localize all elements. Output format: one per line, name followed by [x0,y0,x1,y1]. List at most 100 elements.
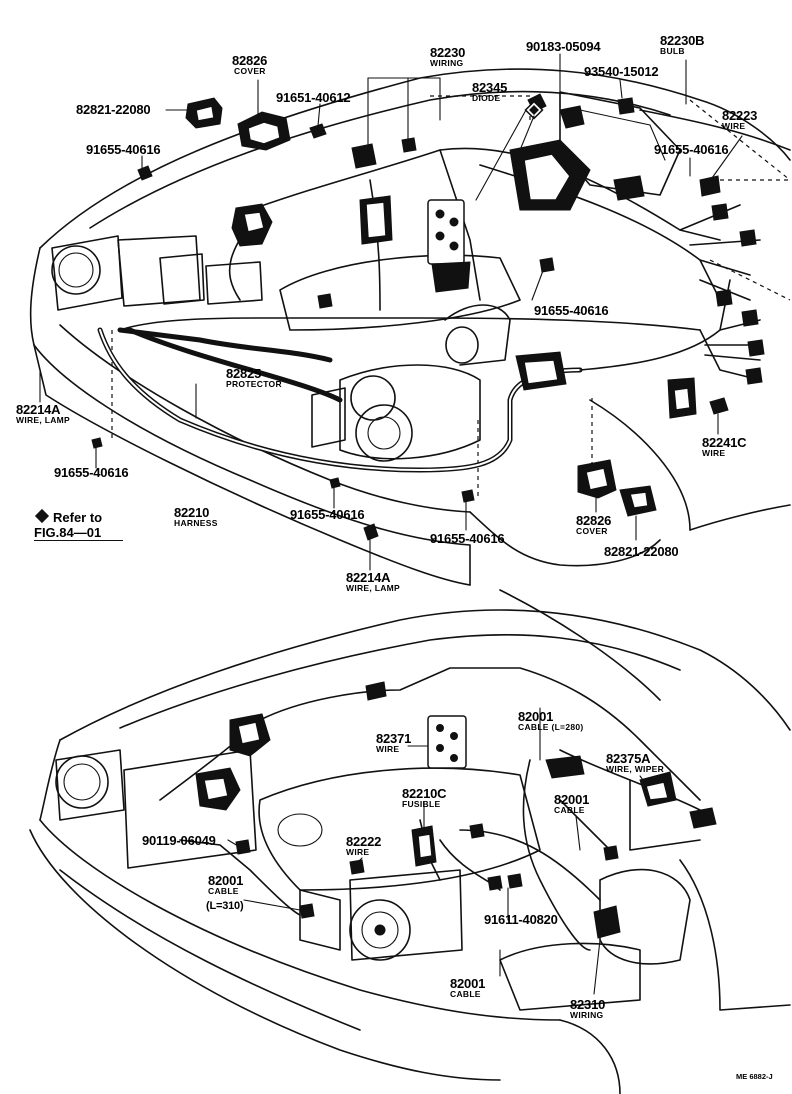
part-number: 93540-15012 [584,64,659,79]
label-91651-40612: 91651-40612 [276,90,351,105]
label-82210-harness: 82210 HARNESS [174,506,218,528]
part-number: 82214A [16,402,61,417]
part-number: 82345 [472,80,508,95]
label-91655-40616-lower-left: 91655-40616 [54,465,129,480]
label-82371-wire: 82371 WIRE [376,732,411,754]
part-number: 82375A [606,751,651,766]
lower-parts [195,681,717,939]
reference-figure-link: FIG.84—01 [34,525,124,541]
part-number: 91655-40616 [534,303,609,318]
label-91655-40616-left: 91655-40616 [86,142,161,157]
reference-note: Refer to FIG.84—01 [34,508,124,541]
label-82825-protector: 82825 PROTECTOR [226,367,282,389]
part-desc: WIRE [376,744,400,754]
upper-parts [91,93,765,541]
part-number: 91655-40616 [654,142,729,157]
label-91655-40616-right: 91655-40616 [654,142,729,157]
label-82001-cable-280: 82001 CABLE (L=280) [518,710,584,732]
part-desc: CABLE [554,805,585,815]
part-number: 91655-40616 [290,507,365,522]
part-desc: WIRE [722,121,746,131]
label-82826-cover-bottom: 82826 COVER [576,514,611,536]
label-82214a-wire-lamp-bottom: 82214A WIRE, LAMP [346,571,400,593]
label-82375a-wire-wiper: 82375A WIRE, WIPER [606,752,664,774]
lower-wiring [159,667,701,951]
part-number: 82371 [376,731,412,746]
label-82821-22080-bottom: 82821-22080 [604,544,679,559]
part-number: 82825 [226,366,262,381]
label-82345-diode: 82345 DIODE [472,81,507,103]
part-desc: WIRE, LAMP [16,415,70,425]
part-desc: FUSIBLE [402,799,441,809]
part-desc: WIRE [346,847,370,857]
lower-leader-lines [227,707,647,995]
part-number: 91655-40616 [430,531,505,546]
label-82214a-wire-lamp-left: 82214A WIRE, LAMP [16,403,70,425]
part-desc: CABLE (L=280) [518,722,584,732]
part-desc: BULB [660,46,685,56]
part-number: 82230B [660,33,705,48]
part-number: 82826 [576,513,612,528]
label-90183-05094: 90183-05094 [526,39,601,54]
label-90119-06049: 90119-06049 [142,834,216,847]
figure-code: ME 6882-J [736,1072,773,1081]
part-desc: CABLE [208,886,239,896]
label-82310-wiring: 82310 WIRING [570,998,605,1020]
label-91655-40616-bottom-center: 91655-40616 [290,507,365,522]
part-desc: CABLE [450,989,481,999]
label-82001-cable-mid: 82001 CABLE [554,793,589,815]
label-82230b-bulb: 82230B BULB [660,33,705,56]
label-82210c-fusible: 82210C FUSIBLE [402,786,447,809]
part-number: 82241C [702,435,747,450]
part-number: 82001 [554,792,590,807]
part-desc: WIRE, LAMP [346,583,400,593]
part-number: 82001 [450,976,486,991]
diamond-icon [34,508,50,524]
part-number: 82821-22080 [76,102,151,117]
label-91655-40616-center: 91655-40616 [534,303,609,318]
part-desc: PROTECTOR [226,379,282,389]
part-number: 91655-40616 [54,465,129,480]
part-desc: WIRE, WIPER [606,764,665,774]
label-82001-cable-310: 82001 CABLE [208,874,243,896]
part-number: 82222 [346,834,382,849]
part-number: 82210C [402,786,447,801]
part-desc: HARNESS [174,518,218,528]
upper-leader-lines [39,53,743,571]
part-number: 82223 [722,108,758,123]
upper-body-outline [29,68,791,586]
part-number: 82001 [518,709,554,724]
part-number: 91655-40616 [86,142,161,157]
label-82826-cover-top: 82826 COVER [232,54,267,76]
label-91655-40616-bottom-right: 91655-40616 [430,531,505,546]
part-number: 90183-05094 [526,39,601,54]
main-harness-82210 [97,147,761,473]
part-number: 82230 [430,45,466,60]
part-number: 82210 [174,505,210,520]
label-82230-wiring: 82230 WIRING [430,46,465,68]
label-82821-22080-top: 82821-22080 [76,102,151,117]
part-length: (L=310) [206,900,244,912]
label-91611-40820: 91611-40820 [484,913,558,926]
label-length-310: (L=310) [206,900,244,913]
part-desc: COVER [234,66,266,76]
label-82241c-wire: 82241C WIRE [702,435,747,458]
reference-line1: Refer to [34,508,102,525]
lower-body-outline [29,589,791,1094]
part-desc: WIRE [702,448,726,458]
part-number: 82001 [208,873,244,888]
part-desc: COVER [576,526,608,536]
part-number: 82214A [346,570,391,585]
label-82223-wire: 82223 WIRE [722,109,757,131]
part-desc: DIODE [472,93,501,103]
label-82001-cable-bottom: 82001 CABLE [450,977,485,999]
label-82222-wire: 82222 WIRE [346,835,381,857]
part-desc: WIRING [430,58,464,68]
part-number: 82826 [232,53,268,68]
part-number: 82821-22080 [604,544,679,559]
part-number: 91651-40612 [276,90,351,105]
label-93540-15012: 93540-15012 [584,64,659,79]
part-number: 82310 [570,997,606,1012]
part-desc: WIRING [570,1010,604,1020]
